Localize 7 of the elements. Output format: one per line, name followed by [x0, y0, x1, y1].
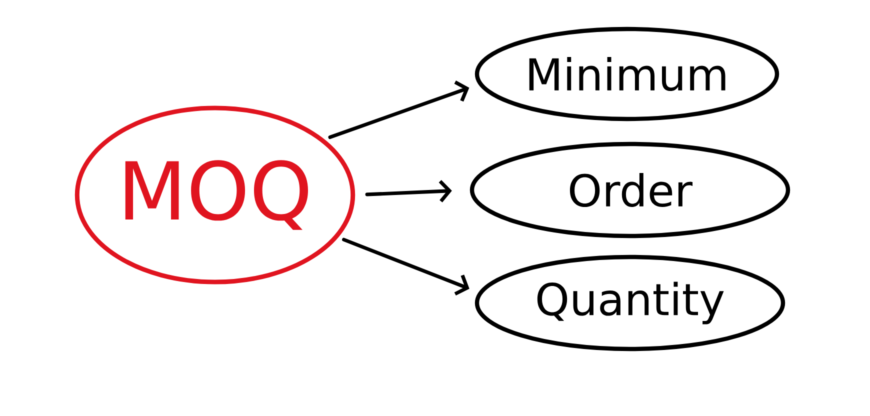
oval-node: MOQ: [74, 106, 356, 284]
arrow: [365, 180, 452, 202]
oval-node: Minimum: [474, 26, 780, 122]
oval-node: Order: [470, 142, 790, 238]
arrow: [342, 238, 470, 296]
arrow: [328, 80, 470, 140]
oval-node: Quantity: [474, 254, 786, 352]
